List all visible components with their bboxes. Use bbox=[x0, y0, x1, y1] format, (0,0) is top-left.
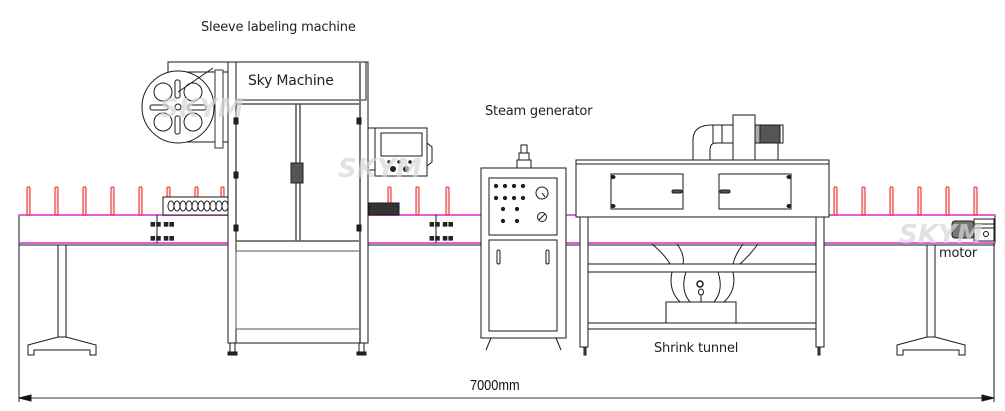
panel-button bbox=[493, 195, 499, 201]
watermark: SKYM bbox=[160, 94, 244, 124]
panel-button bbox=[511, 195, 517, 201]
panel-button bbox=[500, 206, 506, 212]
conveyor-stand-left bbox=[18, 243, 97, 398]
sleeve-feeder-spring bbox=[162, 196, 229, 216]
bottle-guide bbox=[861, 186, 866, 216]
watermark: SKYM bbox=[338, 154, 422, 184]
film-reel bbox=[141, 67, 215, 144]
bottle-guide bbox=[26, 186, 31, 216]
bottle-guide bbox=[833, 186, 838, 216]
bottle-guide bbox=[110, 186, 115, 216]
bottle-guide bbox=[889, 186, 894, 216]
blower bbox=[692, 114, 784, 161]
dimension-line bbox=[18, 340, 995, 402]
svg-text:■■ ■■: ■■ ■■ bbox=[429, 235, 454, 242]
bottle-guide bbox=[54, 186, 59, 216]
conveyor-joint-left: ■■ ■■ ■■ ■■ bbox=[150, 215, 175, 243]
shrink-tunnel bbox=[575, 114, 830, 356]
label-shrink-tunnel: Shrink tunnel bbox=[654, 341, 739, 356]
panel-button bbox=[500, 218, 506, 224]
bottle-guide bbox=[445, 186, 450, 216]
bottle-guide bbox=[917, 186, 922, 216]
conveyor-joint-mid: ■■ ■■ ■■ ■■ bbox=[429, 215, 454, 243]
svg-text:■■ ■■: ■■ ■■ bbox=[429, 221, 454, 228]
steam-generator-buttons bbox=[493, 183, 526, 224]
bottle-guide bbox=[82, 186, 87, 216]
bottle-guide bbox=[415, 186, 420, 216]
panel-button bbox=[511, 183, 517, 189]
panel-button bbox=[514, 206, 520, 212]
control-panel bbox=[367, 127, 433, 177]
label-steam-generator: Steam generator bbox=[485, 104, 593, 119]
panel-button bbox=[520, 195, 526, 201]
watermarks: SKYM SKYM SKYM bbox=[160, 94, 983, 250]
conveyor-stand-right bbox=[896, 243, 995, 398]
bottle-guide bbox=[138, 186, 143, 216]
bottle-guides bbox=[26, 186, 978, 216]
svg-text:■■ ■■: ■■ ■■ bbox=[150, 221, 175, 228]
panel-button bbox=[493, 183, 499, 189]
panel-button bbox=[520, 183, 526, 189]
label-total-length: 7000mm bbox=[470, 377, 520, 394]
brand-plate: Sky Machine bbox=[248, 73, 334, 89]
label-motor: motor bbox=[939, 246, 978, 261]
bottle-guide bbox=[973, 186, 978, 216]
sleeve-labeling-machine bbox=[141, 61, 433, 356]
panel-button bbox=[502, 195, 508, 201]
panel-button bbox=[502, 183, 508, 189]
label-sleeve-labeling-machine: Sleeve labeling machine bbox=[201, 20, 356, 35]
watermark: SKYM bbox=[899, 220, 983, 250]
motor bbox=[951, 218, 995, 242]
svg-text:■■ ■■: ■■ ■■ bbox=[150, 235, 175, 242]
bottle-guide bbox=[945, 186, 950, 216]
panel-button bbox=[514, 218, 520, 224]
steam-generator bbox=[480, 144, 567, 351]
